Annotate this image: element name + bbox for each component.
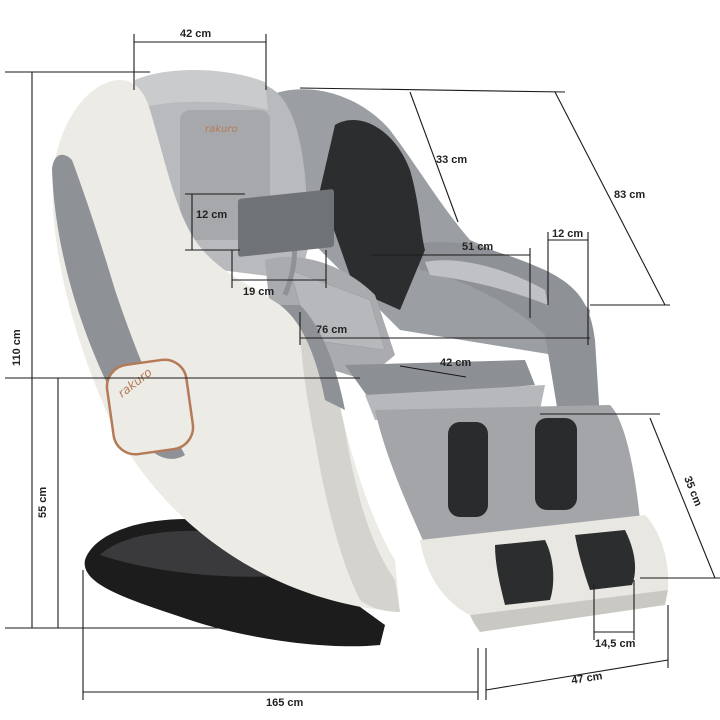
- label-top-width: 42 cm: [180, 28, 211, 40]
- headrest-logo: rakuro: [205, 124, 238, 135]
- dim-line-leg-rest-width: [485, 659, 669, 691]
- label-armrest-width: 12 cm: [552, 228, 583, 240]
- foot-well-left: [495, 540, 554, 605]
- label-seat-height: 55 cm: [37, 487, 49, 518]
- label-total-length: 165 cm: [266, 697, 304, 709]
- right-armrest-top: [425, 260, 548, 305]
- dim-line-leg-length: [649, 417, 716, 579]
- side-logo-plate: [105, 358, 195, 456]
- tablet-controller: [238, 189, 334, 296]
- label-seat-width: 76 cm: [316, 324, 347, 336]
- calf-channel-left: [448, 422, 488, 517]
- seat-front: [345, 360, 535, 400]
- label-foot-width: 14,5 cm: [595, 638, 636, 650]
- dim-line-seat-depth: [399, 365, 467, 378]
- left-armrest-front: [280, 305, 345, 410]
- label-total-height: 110 cm: [11, 329, 23, 366]
- headrest-top: [135, 70, 268, 110]
- massage-chair: rakuro rakuro: [52, 70, 669, 647]
- dim-tick: [299, 87, 566, 93]
- label-seat-depth: 42 cm: [440, 357, 471, 369]
- dim-line-shoulder-height: [409, 91, 459, 223]
- tablet-screen: [238, 189, 334, 257]
- foot-rest-bottom: [470, 590, 668, 632]
- label-shoulder-height: 33 cm: [436, 154, 467, 166]
- label-inner-width: 51 cm: [462, 241, 493, 253]
- left-side-panel: [52, 154, 185, 459]
- label-tablet-height: 12 cm: [196, 209, 227, 221]
- label-back-length: 83 cm: [614, 189, 645, 201]
- foot-well-right: [575, 530, 636, 590]
- calf-channel-right: [535, 418, 577, 510]
- label-leg-rest-width: 47 cm: [571, 670, 604, 687]
- back-cushion-dark: [320, 120, 425, 310]
- dimension-lines: [5, 34, 720, 700]
- label-tablet-width: 19 cm: [243, 286, 274, 298]
- left-side-shell: [52, 80, 400, 612]
- right-armrest: [415, 241, 600, 425]
- dim-line-back-length: [554, 91, 666, 306]
